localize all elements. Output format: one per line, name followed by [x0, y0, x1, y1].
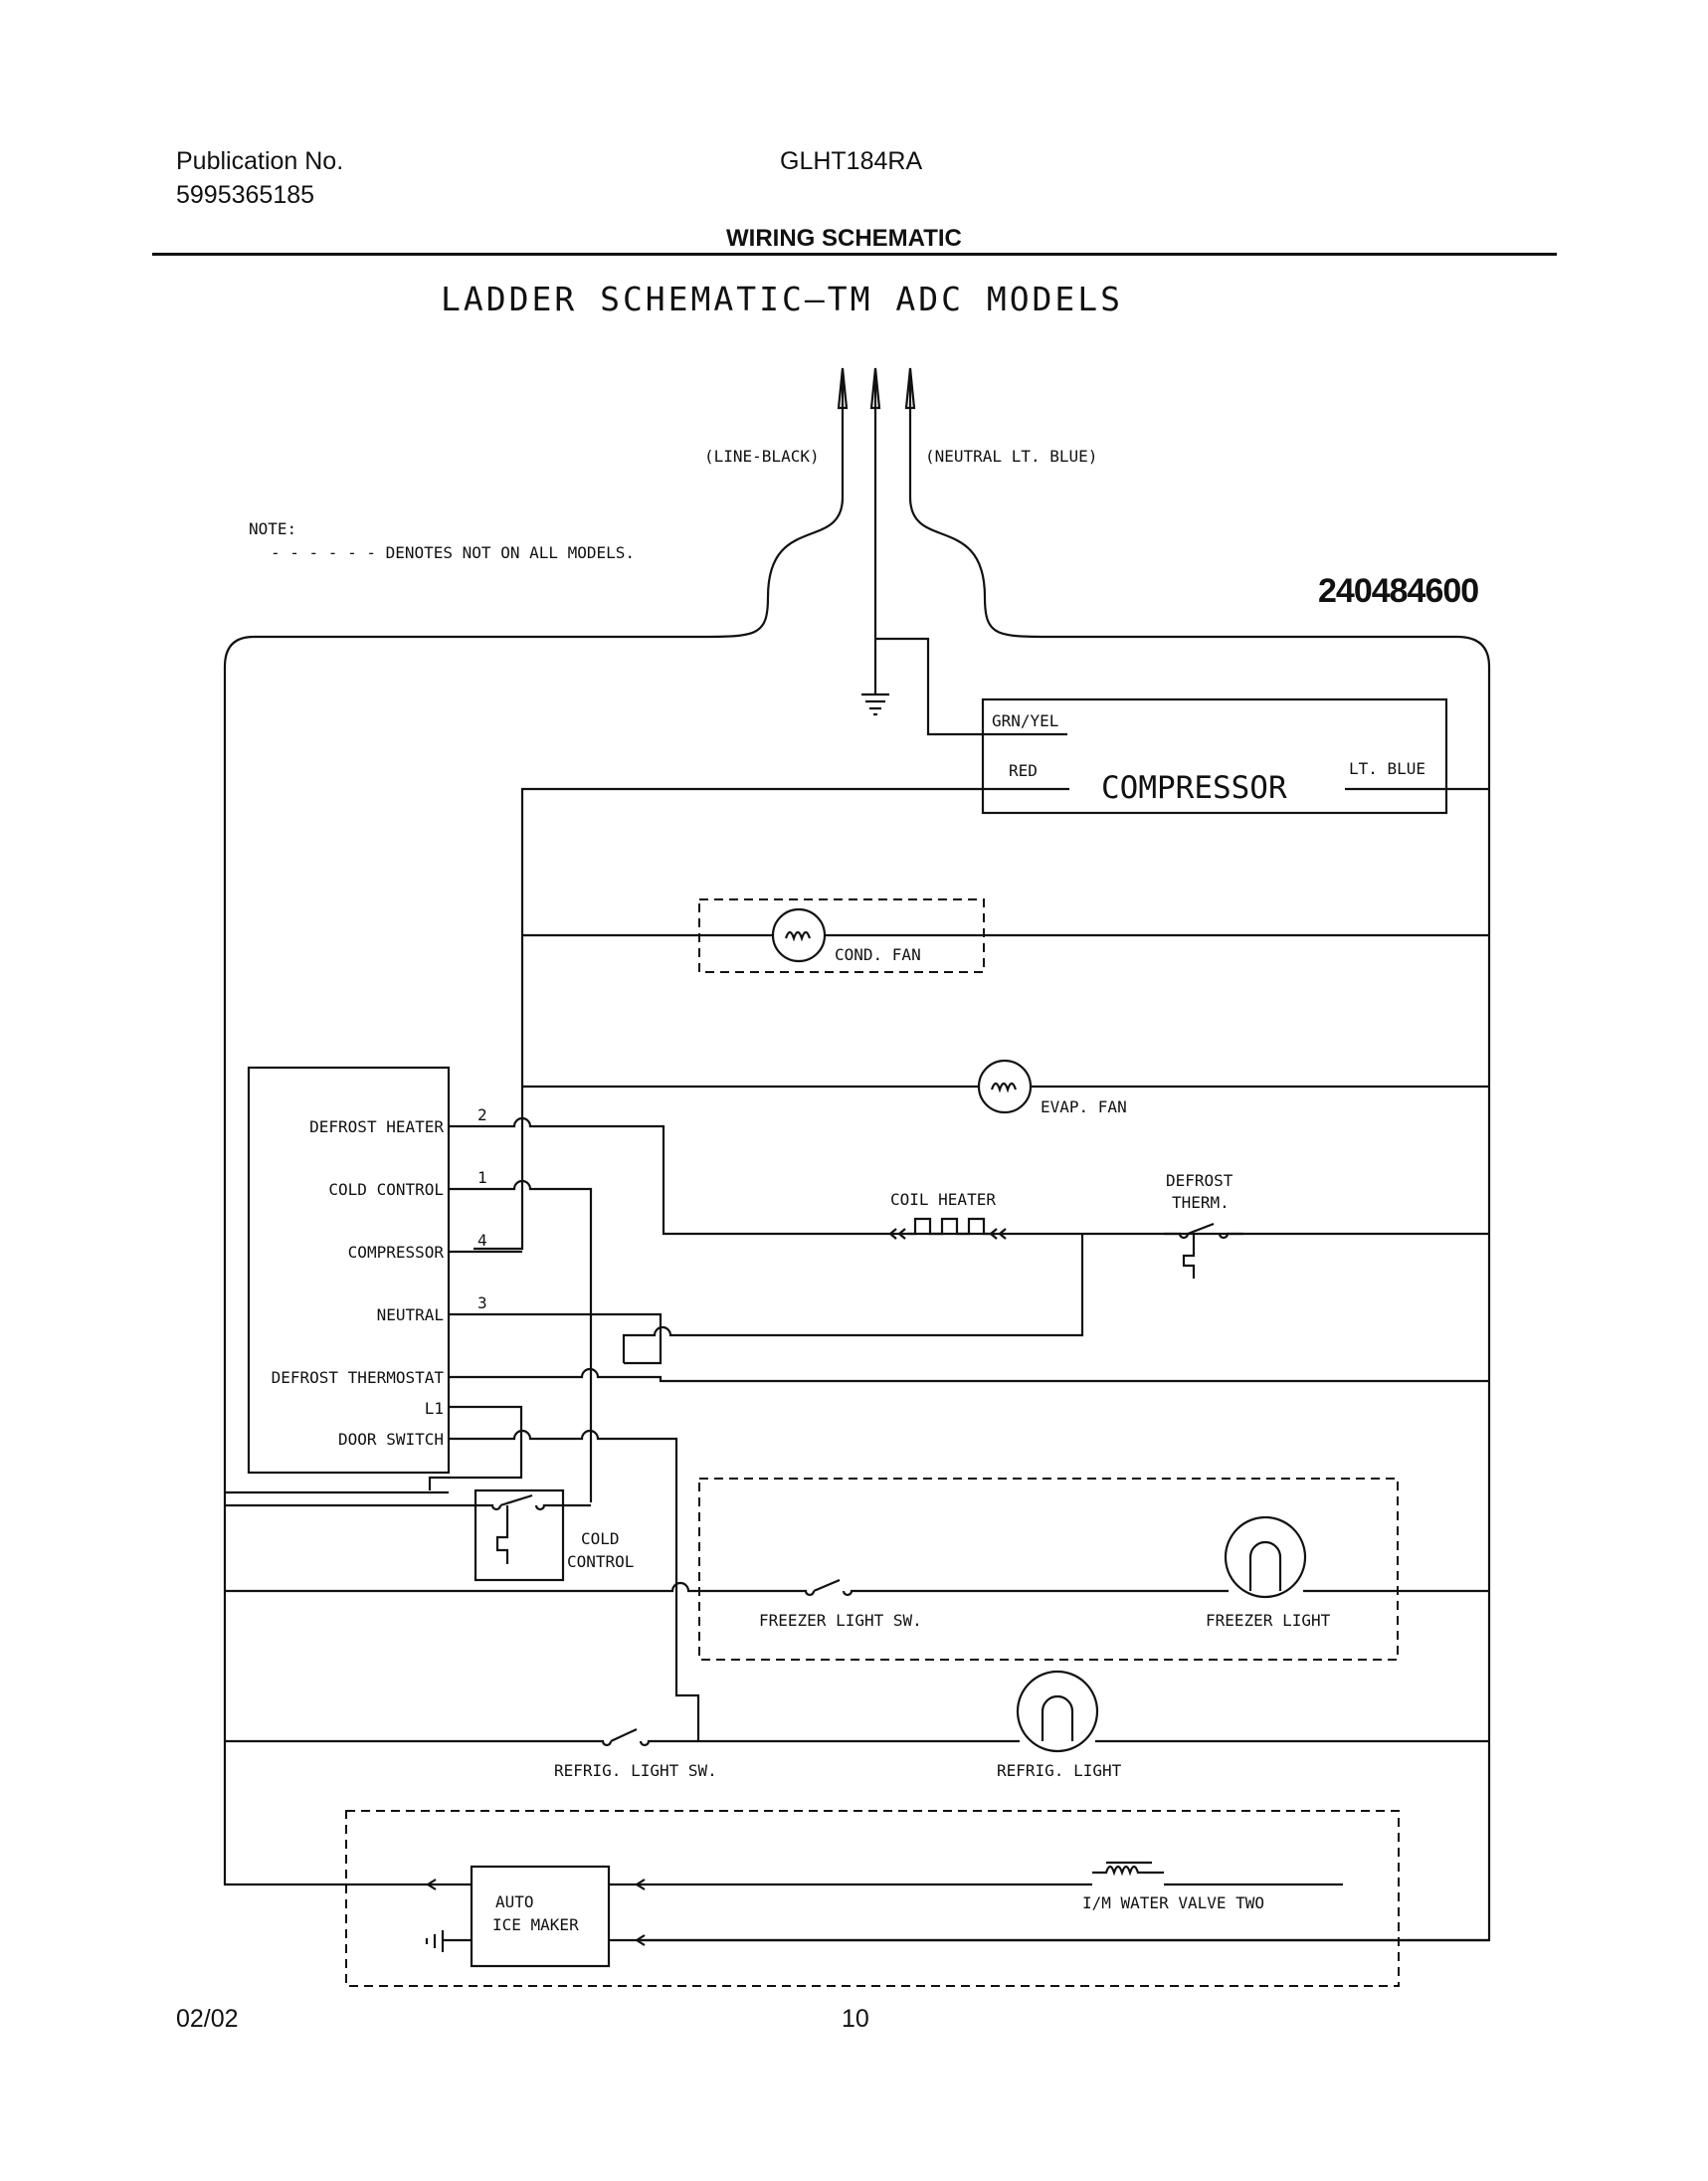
note-text: - - - - - - DENOTES NOT ON ALL MODELS. [271, 543, 635, 562]
footer-page-number: 10 [842, 2005, 869, 2033]
water-valve-label: I/M WATER VALVE TWO [1082, 1893, 1264, 1912]
timer-terminal-label: DOOR SWITCH [338, 1430, 444, 1449]
cold-control-icon [225, 1493, 591, 1564]
timer-pin-number: 4 [477, 1231, 487, 1250]
coil-heater-label: COIL HEATER [890, 1190, 996, 1209]
cold-control-box [474, 1488, 565, 1582]
ice-maker-label-1: AUTO [495, 1892, 534, 1911]
timer-terminal-label: L1 [425, 1399, 444, 1418]
publication-number: 5995365185 [176, 181, 315, 209]
neutral-wire [637, 413, 1491, 1942]
line-wire [223, 413, 845, 1886]
defrost-therm-label-1: DEFROST [1166, 1171, 1234, 1190]
refrig-light-sw-label: REFRIG. LIGHT SW. [554, 1761, 717, 1780]
timer-pin-number: 2 [477, 1105, 487, 1124]
coil-heater-icon [889, 1217, 1007, 1240]
compressor-grn-yel: GRN/YEL [992, 711, 1058, 730]
timer-pin-number: 3 [477, 1293, 487, 1312]
freezer-light-sw-label: FREEZER LIGHT SW. [759, 1611, 922, 1630]
publication-label: Publication No. [176, 147, 344, 175]
freezer-light-label: FREEZER LIGHT [1206, 1611, 1331, 1630]
section-title: WIRING SCHEMATIC [726, 225, 962, 252]
compressor-label: COMPRESSOR [1101, 770, 1287, 806]
evap-fan-label: EVAP. FAN [1041, 1097, 1127, 1116]
defrost-thermostat-icon [1164, 1222, 1243, 1279]
timer-pin-number: 1 [477, 1168, 487, 1187]
note-label: NOTE: [249, 519, 296, 538]
timer-terminal-label: COMPRESSOR [348, 1243, 445, 1262]
freezer-light-icon [1224, 1515, 1307, 1599]
compressor-red: RED [1009, 761, 1038, 780]
cond-fan-label: COND. FAN [835, 945, 921, 964]
ice-maker-label-2: ICE MAKER [492, 1915, 579, 1934]
header-rule [152, 253, 1557, 256]
diagram-title: LADDER SCHEMATIC—TM ADC MODELS [441, 280, 1123, 318]
defrost-therm-label-2: THERM. [1172, 1193, 1230, 1212]
compressor-box [981, 697, 1448, 815]
refrig-light-icon [1016, 1670, 1099, 1753]
model-number: GLHT184RA [780, 147, 923, 175]
line-black-label: (LINE-BLACK) [704, 447, 820, 466]
water-valve-icon [1092, 1861, 1164, 1877]
timer-terminal-label: NEUTRAL [377, 1305, 444, 1324]
ground-wire [861, 413, 983, 736]
ice-maker-optional-box [345, 1810, 1400, 1987]
cold-control-label-2: CONTROL [567, 1552, 634, 1571]
cond-fan-icon [771, 907, 827, 963]
cold-control-label-1: COLD [581, 1529, 620, 1548]
freezer-light-optional-box [698, 1478, 1399, 1661]
refrig-light-label: REFRIG. LIGHT [997, 1761, 1122, 1780]
compressor-lt-blue: LT. BLUE [1349, 759, 1425, 778]
defrost-timer-block [247, 1066, 451, 1475]
evap-fan-icon [977, 1059, 1033, 1114]
ice-maker-box [470, 1865, 611, 1968]
timer-terminal-label: DEFROST THERMOSTAT [272, 1368, 445, 1387]
timer-terminal-label: DEFROST HEATER [309, 1117, 444, 1136]
neutral-label: (NEUTRAL LT. BLUE) [925, 447, 1097, 466]
footer-date: 02/02 [176, 2005, 239, 2033]
document-number: 240484600 [1318, 572, 1479, 610]
timer-terminal-label: COLD CONTROL [328, 1180, 444, 1199]
supply-arrows [837, 367, 916, 413]
